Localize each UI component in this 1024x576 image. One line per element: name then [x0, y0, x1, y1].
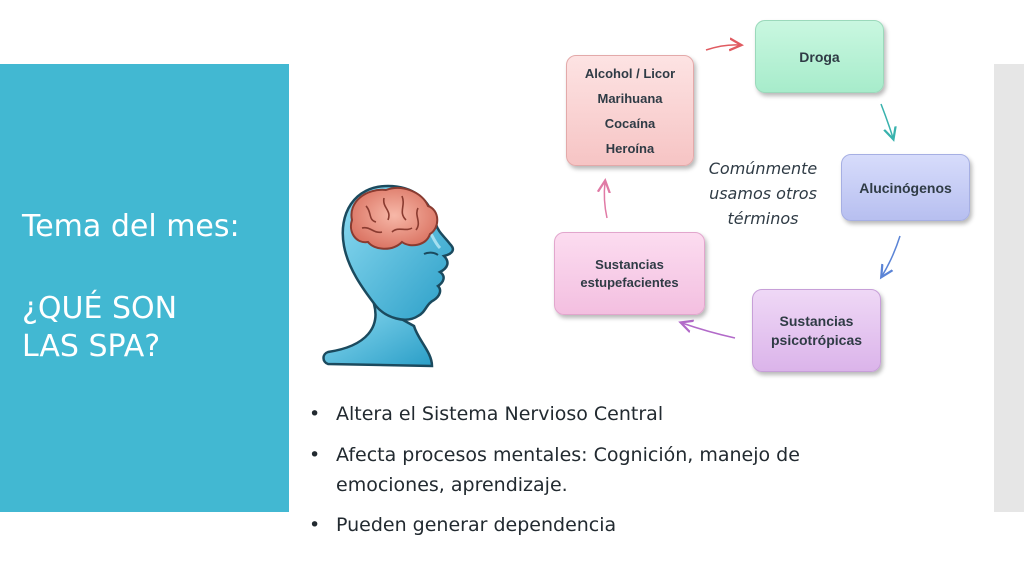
bullet-dot-icon: •	[309, 444, 321, 466]
note-line-2: usamos otros	[709, 184, 817, 203]
arrow-alucinogenos-to-psicotropicas	[882, 235, 901, 276]
box-psicotropicas-line-2: psicotrópicas	[770, 331, 863, 348]
side-strip	[994, 64, 1024, 512]
bullet-item: • Afecta procesos mentales: Cognición, m…	[309, 440, 869, 500]
box-psicotropicas-line-1: Sustancias	[779, 312, 854, 329]
ejemplo-cocaina: Cocaína	[604, 115, 656, 131]
accent-panel	[0, 64, 289, 512]
title-line-1: Tema del mes:	[22, 209, 240, 244]
box-droga-label: Droga	[799, 48, 840, 65]
box-droga: Droga	[755, 20, 884, 93]
box-estupefacientes-line-1: Sustancias	[595, 256, 664, 272]
bullet-text: Afecta procesos mentales: Cognición, man…	[336, 444, 800, 496]
arrow-ejemplos-to-droga	[705, 45, 740, 50]
bullet-item: • Altera el Sistema Nervioso Central	[309, 399, 869, 429]
ejemplo-alcohol: Alcohol / Licor	[584, 65, 676, 81]
bullet-item: • Pueden generar dependencia	[309, 510, 869, 540]
box-psicotropicas: Sustancias psicotrópicas	[752, 289, 881, 372]
bullet-dot-icon: •	[309, 403, 321, 425]
arrow-estupefacientes-to-ejemplos	[604, 182, 607, 219]
arrow-psicotropicas-to-estupefacientes	[682, 323, 736, 339]
box-ejemplos: Alcohol / Licor Marihuana Cocaína Heroín…	[566, 55, 694, 166]
head-brain-illustration	[322, 184, 455, 368]
note-line-1: Comúnmente	[708, 159, 818, 178]
bullet-text: Altera el Sistema Nervioso Central	[336, 403, 664, 425]
bullet-dot-icon: •	[309, 514, 321, 536]
cycle-note: Comúnmente usamos otros términos	[700, 156, 826, 231]
box-estupefacientes-line-2: estupefacientes	[580, 274, 679, 290]
box-estupefacientes: Sustancias estupefacientes	[554, 232, 705, 315]
box-alucinogenos: Alucinógenos	[841, 154, 970, 221]
arrow-droga-to-alucinogenos	[880, 103, 893, 138]
box-alucinogenos-label: Alucinógenos	[859, 179, 952, 196]
bullet-list: • Altera el Sistema Nervioso Central • A…	[309, 399, 869, 551]
note-line-3: términos	[727, 209, 799, 228]
ejemplo-heroina: Heroína	[605, 140, 655, 156]
title-line-3: LAS SPA?	[22, 329, 161, 364]
bullet-text: Pueden generar dependencia	[336, 514, 617, 536]
title-line-2: ¿QUÉ SON	[22, 291, 178, 326]
ejemplo-marihuana: Marihuana	[597, 90, 663, 106]
